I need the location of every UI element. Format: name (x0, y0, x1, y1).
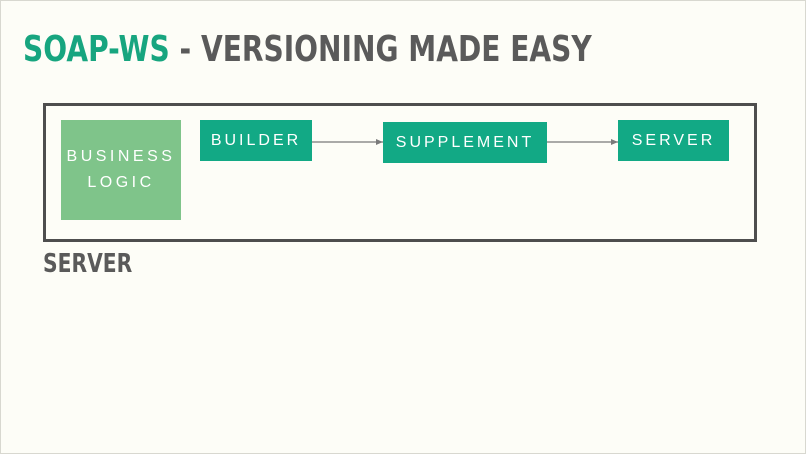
server-container-label: SERVER (43, 249, 133, 279)
server-box-label: SERVER (631, 131, 716, 149)
business-logic-box: BUSINESS LOGIC (61, 120, 181, 220)
title-accent: SOAP-WS (23, 29, 170, 70)
business-logic-line-1: BUSINESS (66, 148, 176, 165)
builder-label: BUILDER (210, 131, 302, 149)
builder-box: BUILDER (200, 120, 312, 161)
slide-title: SOAP-WS - VERSIONING MADE EASY (23, 26, 592, 74)
business-logic-line-2: LOGIC (87, 174, 155, 191)
supplement-box: SUPPLEMENT (383, 122, 547, 163)
server-box: SERVER (618, 120, 729, 161)
supplement-label: SUPPLEMENT (395, 133, 535, 151)
title-rest: - VERSIONING MADE EASY (169, 29, 592, 70)
